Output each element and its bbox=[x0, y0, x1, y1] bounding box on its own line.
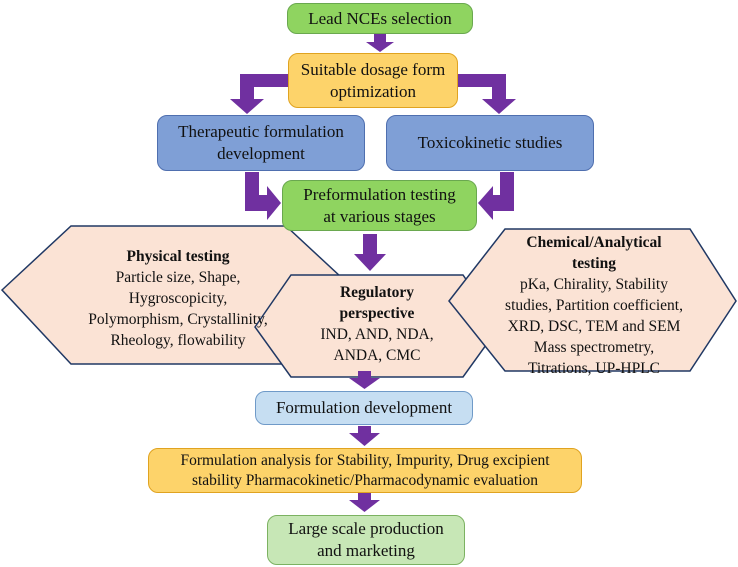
large-scale-production-box: Large scale production and marketing bbox=[267, 515, 465, 565]
preformulation-box: Preformulation testing at various stages bbox=[282, 180, 477, 231]
physical-testing-text: Physical testing Particle size, Shape, H… bbox=[60, 246, 296, 351]
arrow-toxico-to-preform bbox=[478, 172, 514, 220]
physical-testing-line: Polymorphism, Crystallinity, bbox=[88, 311, 268, 328]
arrow-regulatory-to-formdev bbox=[349, 371, 380, 389]
preformulation-line-2: at various stages bbox=[323, 206, 436, 226]
large-scale-line-1: Large scale production bbox=[288, 519, 444, 538]
chemical-testing-hexagon bbox=[448, 228, 737, 372]
physical-testing-line: Hygroscopicity, bbox=[128, 290, 228, 307]
physical-testing-line: Particle size, Shape, bbox=[115, 269, 241, 286]
formulation-development-label: Formulation development bbox=[275, 398, 453, 417]
dosage-form-line-1: Suitable dosage form bbox=[300, 59, 446, 79]
physical-testing-line: Rheology, flowability bbox=[110, 332, 246, 349]
preformulation-line-1: Preformulation testing bbox=[303, 184, 456, 204]
regulatory-line: ANDA, CMC bbox=[333, 347, 421, 364]
chemical-testing-title-line-2: testing bbox=[572, 255, 616, 272]
regulatory-line: IND, AND, NDA, bbox=[320, 326, 434, 343]
therapeutic-line-2: development bbox=[217, 144, 305, 163]
formulation-analysis-line-2: stability Pharmacokinetic/Pharmacodynami… bbox=[191, 471, 539, 489]
arrow-lead-to-dosage bbox=[366, 33, 394, 52]
therapeutic-line-1: Therapeutic formulation bbox=[178, 122, 344, 141]
chemical-testing-line: pKa, Chirality, Stability bbox=[520, 276, 668, 293]
lead-nces-box: Lead NCEs selection bbox=[287, 3, 473, 34]
arrow-analysis-to-large bbox=[349, 493, 380, 512]
physical-testing-title: Physical testing bbox=[126, 248, 230, 265]
dosage-form-line-2: optimization bbox=[330, 81, 416, 101]
arrow-dosage-to-therapeutic bbox=[230, 74, 290, 114]
arrow-formdev-to-analysis bbox=[349, 426, 380, 446]
arrow-therapeutic-to-preform bbox=[245, 172, 281, 220]
formulation-analysis-line-1: Formulation analysis for Stability, Impu… bbox=[180, 451, 550, 469]
chemical-testing-line: Titrations, UP-HPLC bbox=[527, 360, 661, 377]
arrow-preform-to-regulatory bbox=[354, 234, 386, 271]
large-scale-line-2: and marketing bbox=[317, 541, 415, 560]
formulation-analysis-box: Formulation analysis for Stability, Impu… bbox=[148, 448, 582, 493]
lead-nces-label: Lead NCEs selection bbox=[308, 8, 452, 28]
toxicokinetic-label: Toxicokinetic studies bbox=[417, 133, 563, 152]
regulatory-title-line-2: perspective bbox=[339, 305, 415, 322]
dosage-form-box: Suitable dosage form optimization bbox=[288, 53, 458, 108]
chemical-testing-line: studies, Partition coefficient, bbox=[505, 297, 683, 314]
chemical-testing-title-line-1: Chemical/Analytical bbox=[526, 234, 662, 251]
regulatory-title-line-1: Regulatory bbox=[339, 284, 415, 301]
formulation-development-box: Formulation development bbox=[255, 391, 473, 425]
toxicokinetic-box: Toxicokinetic studies bbox=[386, 115, 594, 171]
chemical-testing-line: XRD, DSC, TEM and SEM bbox=[507, 318, 681, 335]
regulatory-text: Regulatory perspective IND, AND, NDA, AN… bbox=[286, 282, 468, 366]
therapeutic-formulation-box: Therapeutic formulation development bbox=[157, 115, 365, 171]
chemical-testing-text: Chemical/Analytical testing pKa, Chirali… bbox=[474, 232, 714, 379]
arrow-dosage-to-toxico bbox=[456, 74, 516, 114]
chemical-testing-line: Mass spectrometry, bbox=[533, 339, 655, 356]
